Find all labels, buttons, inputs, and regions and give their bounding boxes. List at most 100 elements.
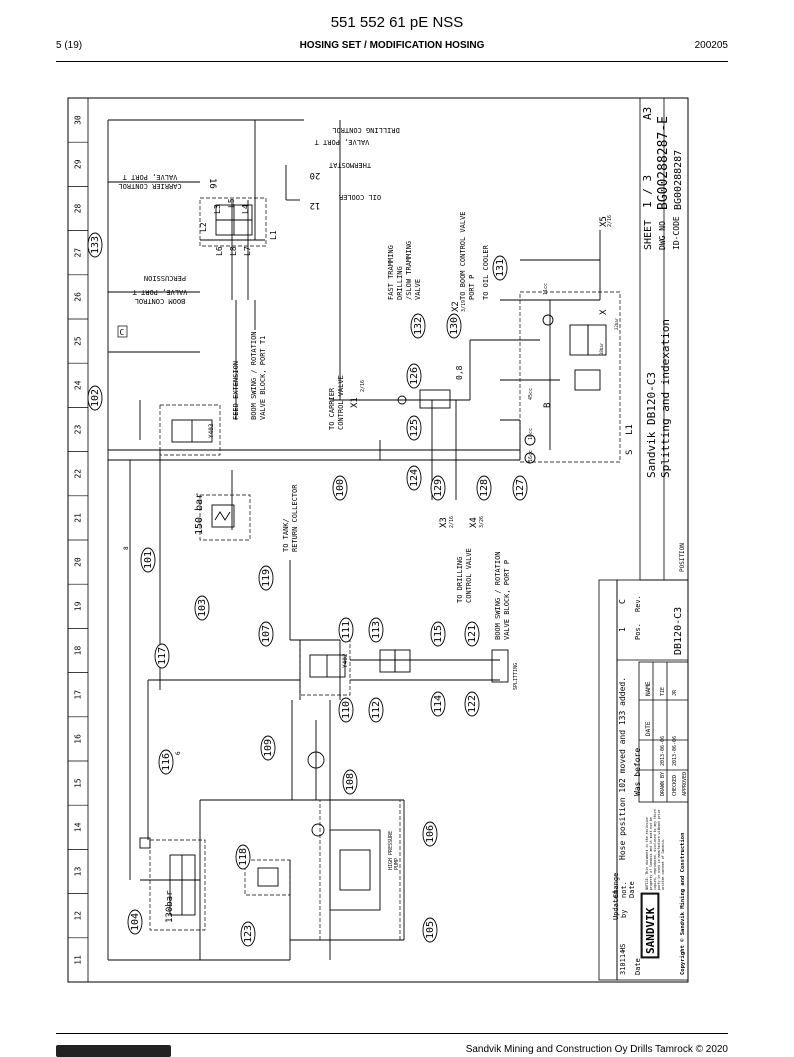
approved-label: APPROVED [682,772,688,796]
label-18-bar: 18bar [599,342,604,355]
zone-number: 16 [74,734,83,744]
label-valve-port-t: VALVE, PORT T [314,138,370,146]
position-number: 108 [345,773,356,791]
label-16cc-a: 16cc [528,450,534,462]
label-hose-size-8a: 8 [123,546,130,550]
position-balloon [235,844,251,870]
change-label: Change [612,873,620,898]
position-number: 102 [90,389,101,407]
label-hose-size-6a: 6 [175,751,182,755]
position-number: 114 [433,695,444,713]
label-y402: Y402 [342,653,349,668]
position-balloon [464,621,480,647]
label-x4: X4 [469,517,479,528]
drawn-date: 2013-06-06 [660,736,666,766]
zone-number: 28 [74,204,83,214]
zone-number: 15 [74,778,83,788]
rev-label: Rev. [634,595,642,612]
label-fast-tramming: FAST TRAMMING [387,245,395,300]
position-number: 106 [425,825,436,843]
rev-position: 1 [618,627,627,632]
hydraulic-lines [107,119,601,961]
id-code: BG00288287 [673,150,684,210]
label-boom-control: BOOM CONTROL [135,297,186,305]
label-valve: VALVE [414,279,422,300]
label-thermostat: THERMOSTAT [328,161,371,169]
zone-number: 19 [74,601,83,611]
position-balloon [368,617,384,643]
label-150-bar: 150 bar [194,493,205,535]
notice-box: NOTICE: This document is the exclusive p… [645,809,665,890]
position-number: 117 [157,647,168,665]
zone-number: 17 [74,690,83,700]
zone-number: 22 [74,469,83,479]
position-balloon [492,255,508,281]
zone-number: 14 [74,822,83,832]
position-balloon [342,769,358,795]
port-label: L8 [229,246,238,256]
position-number: 121 [467,625,478,643]
footer-rule [56,1033,728,1034]
label-16cc-b: 16cc [528,428,534,440]
date-code: 200205 [694,40,728,51]
zone-number: 23 [74,425,83,435]
component-outlines [149,197,621,941]
label-x3-sub: 2/16 [449,516,455,528]
label-percussion: PERCUSSION [144,274,186,282]
pos-label: Pos. [634,623,642,640]
zone-number: 20 [74,557,83,567]
position-balloon [406,465,422,491]
position-number: 110 [341,701,352,719]
position-balloon [368,697,384,723]
position-number: 126 [409,367,420,385]
position-balloon [512,475,528,501]
zone-number: 11 [74,955,83,965]
position-number: 115 [433,625,444,643]
updated-label: Updated [612,890,620,920]
position-number: 129 [433,479,444,497]
position-balloon [422,821,438,847]
date2-label: Date [628,881,636,898]
position-balloon [140,547,156,573]
position-balloon [158,749,174,775]
label-carrier-control-valve: CONTROL VALVE [337,375,345,430]
position-balloon [338,697,354,723]
label-x1-sub: 2/16 [360,380,366,392]
position-number: 131 [495,259,506,277]
label-to-drilling: TO DRILLING [456,557,464,603]
label-x3: X3 [439,517,449,528]
label-valve-block-port-p: VALVE BLOCK, PORT P [503,560,511,640]
sandvik-logo: SANDVIK [644,907,657,954]
zone-number: 29 [74,159,83,169]
zone-number: 26 [74,292,83,302]
port-label: L1 [269,230,278,240]
drawing-frame [67,97,689,983]
position-number: 125 [409,419,420,437]
position-balloon [430,475,446,501]
name-label: NAME [645,681,652,696]
position-balloon [446,313,462,339]
position-label: POSITION [679,543,686,572]
label-y403: Y403 [208,423,215,438]
date-row-label: Date [634,958,642,975]
drawing-title: Sandvik DB120-C3 [645,372,658,478]
sheet-size: A3 [641,107,654,120]
was-before-label: Was before [633,748,642,796]
footer-logo [56,1045,171,1057]
copyright-text: Copyright © Sandvik Mining and Construct… [680,833,686,975]
drawn-by-label: DRAWN BY [660,772,666,796]
label-x2-sub: 3/19 [461,300,467,312]
label-x5: X5 [599,216,609,227]
label-return-collector: RETURN COLLECTOR [291,484,299,552]
label-high-pressure: HIGH PRESSURE [388,831,394,870]
label-splitting: SPLITTING [513,663,519,690]
document-number: 551 552 61 pE NSS [330,14,464,31]
position-number: 112 [371,701,382,719]
schematic-labels: DRILLING CONTROL VALVE, PORT T THERMOSTA… [118,126,635,923]
label-slow-tramming: /SLOW TRAMMING [405,241,413,300]
label-oil-cooler-top: OIL COOLER [338,193,381,201]
label-boom-port: VALVE, PORT T [132,288,188,296]
position-number: 116 [161,753,172,771]
zone-number: 18 [74,646,83,656]
title-block [598,97,689,981]
